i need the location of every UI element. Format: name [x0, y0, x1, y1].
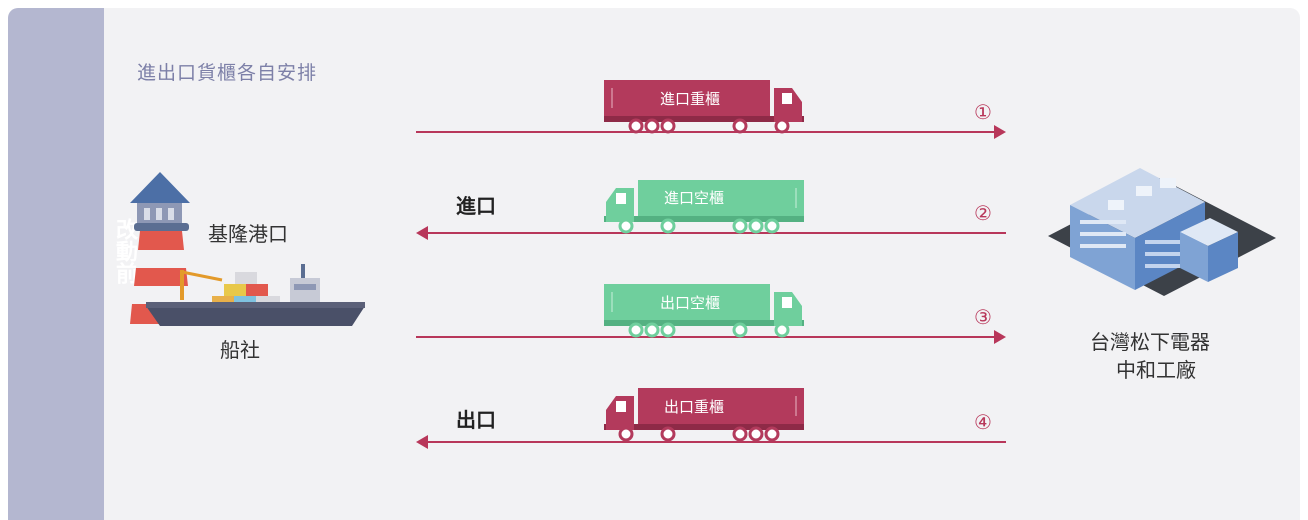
export-label: 出口 — [456, 408, 496, 432]
diagram-subtitle: 進出口貨櫃各自安排 — [137, 62, 318, 84]
factory-building-icon — [1048, 168, 1276, 296]
arrow-2-head — [416, 226, 428, 240]
cargo-ship-icon — [146, 264, 365, 326]
truck-label: 出口空櫃 — [660, 294, 721, 312]
truck-icon — [604, 284, 804, 338]
flow-arrows — [416, 125, 1006, 449]
step-number: ④ — [974, 410, 992, 434]
truck-icon — [604, 388, 804, 442]
ship-label: 船社 — [220, 338, 260, 362]
truck-label: 進口重櫃 — [660, 90, 721, 108]
arrow-1-head — [994, 125, 1006, 139]
arrow-4-head — [416, 435, 428, 449]
lighthouse-icon — [130, 172, 192, 324]
side-tab-label: 改動前 — [112, 218, 137, 284]
arrow-3-head — [994, 330, 1006, 344]
truck-label: 出口重櫃 — [664, 398, 725, 416]
side-tab: 改動前 — [8, 8, 137, 520]
port-name: 基隆港口 — [208, 222, 288, 246]
factory-name-line1: 台灣松下電器 — [1090, 330, 1210, 354]
truck-label: 進口空櫃 — [664, 189, 725, 207]
import-label: 進口 — [456, 194, 496, 218]
truck-icon — [604, 180, 804, 234]
step-number: ② — [974, 201, 992, 225]
factory-name-line2: 中和工廠 — [1116, 358, 1196, 382]
step-number: ① — [974, 100, 992, 124]
step-number: ③ — [974, 305, 992, 329]
truck-icon — [604, 80, 804, 134]
